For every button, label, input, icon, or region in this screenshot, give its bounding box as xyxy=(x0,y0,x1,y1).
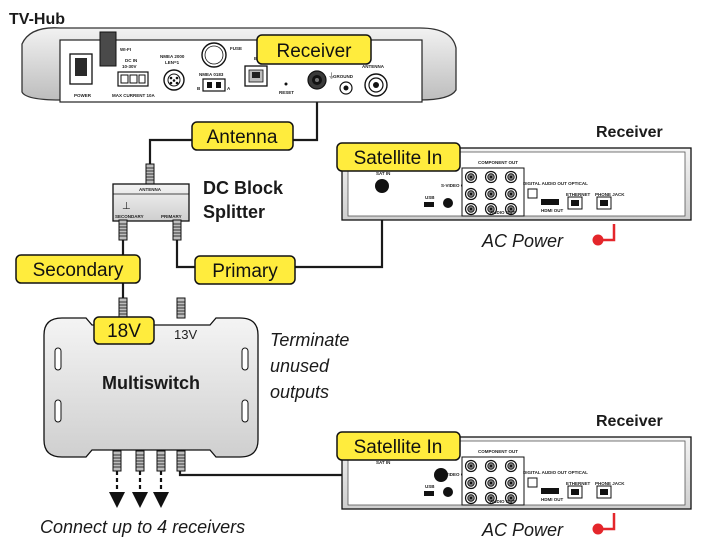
callout-receiver: Receiver xyxy=(256,34,372,65)
reset-button xyxy=(284,82,288,86)
output-arrow-head-3 xyxy=(153,492,169,508)
receiver-2-optical-port xyxy=(527,477,538,488)
receiver-1-power-dot xyxy=(592,234,604,246)
callout-satellite-in-1: Satellite In xyxy=(336,142,461,172)
receiver-1-label-usb: USB xyxy=(425,195,435,200)
terminate-note-line1: Terminate xyxy=(270,330,349,350)
receiver-2-ac-power: AC Power xyxy=(481,520,564,540)
hub-label-dc-range: 10-30V xyxy=(122,64,137,69)
hub-label-ground: GROUND xyxy=(333,74,354,79)
hub-label-reset: RESET xyxy=(279,90,294,95)
receiver-1-label-s-video: S-VIDEO OUT xyxy=(441,183,471,188)
splitter-label-primary: PRIMARY xyxy=(161,214,182,219)
hub-label-antenna: ANTENNA xyxy=(362,64,385,69)
fuse-holder xyxy=(201,42,227,68)
receiver-1-label-sat-in: SAT IN xyxy=(376,171,390,176)
hub-label-max-current: MAX CURRENT 10A xyxy=(112,93,156,98)
hub-label-len: LEN=1 xyxy=(165,60,180,65)
output-arrow-head-1 xyxy=(109,492,125,508)
receiver-2-label-usb: USB xyxy=(425,484,435,489)
output-arrow-head-2 xyxy=(132,492,148,508)
callout-primary: Primary xyxy=(194,255,296,285)
callout-secondary-text: Secondary xyxy=(33,260,124,281)
callout-secondary: Secondary xyxy=(15,254,141,284)
receiver-2-power-dot xyxy=(592,523,604,535)
terminate-note-line3: outputs xyxy=(270,382,329,402)
receiver-2-s-video-port xyxy=(443,487,453,497)
hub-label-power: POWER xyxy=(74,93,92,98)
receiver-2-title: Receiver xyxy=(596,413,663,430)
callout-satellite-in-2-text: Satellite In xyxy=(354,437,443,458)
receiver-1-label-digital-audio: DIGITAL AUDIO OUT OPTICAL xyxy=(523,181,588,186)
receiver-output-arrows xyxy=(109,471,169,508)
receiver-1-usb-port xyxy=(424,202,434,207)
receiver-1-label-audio: AUDIO OUT xyxy=(490,210,516,215)
receiver-1-label-phone: PHONE JACK xyxy=(595,192,625,197)
ground-icon: ⏚ xyxy=(328,72,335,80)
receiver-2-label-hdmi: HDMI OUT xyxy=(541,497,563,502)
hub-label-dc-in: DC IN xyxy=(125,58,137,63)
receiver-1-label-hdmi: HDMI OUT xyxy=(541,208,563,213)
hub-label-nmea-b: B xyxy=(197,86,201,91)
receiver-2-label-s-video: S-VIDEO OUT xyxy=(441,472,471,477)
callout-satellite-in-2: Satellite In xyxy=(336,431,461,461)
hub-title: TV-Hub xyxy=(9,11,65,28)
receiver-2-label-ethernet: ETHERNET xyxy=(566,481,591,486)
receiver-2-label-audio: AUDIO OUT xyxy=(490,499,516,504)
splitter-label-secondary: SECONDARY xyxy=(115,214,144,219)
nmea0183-connector xyxy=(202,78,226,92)
callout-receiver-text: Receiver xyxy=(277,41,353,62)
tv-hub-device: POWER WI-FI DC IN 10-30V MAX CURRENT 10A… xyxy=(21,27,457,103)
hub-label-wifi: WI-FI xyxy=(120,47,131,52)
callout-antenna: Antenna xyxy=(191,121,294,151)
receiver-1-label-ethernet: ETHERNET xyxy=(566,192,591,197)
dc-block-symbol-icon: ⊥ xyxy=(122,201,131,212)
wifi-antenna-icon xyxy=(99,31,117,67)
receiver-2-hdmi-port xyxy=(541,488,559,494)
multiswitch-name: Multiswitch xyxy=(102,373,200,393)
terminate-note-line2: unused xyxy=(270,356,330,376)
receiver-1-title: Receiver xyxy=(596,124,663,141)
multiswitch-body xyxy=(43,317,259,458)
splitter-name-line2: Splitter xyxy=(203,202,265,222)
receiver-1-optical-port xyxy=(527,188,538,199)
connect-note: Connect up to 4 receivers xyxy=(40,517,245,537)
receiver-2-label-component: COMPONENT OUT xyxy=(478,449,518,454)
hub-label-fuse: FUSE xyxy=(230,46,242,51)
multiswitch-label-13v: 13V xyxy=(174,327,197,342)
receiver-2-label-digital-audio: DIGITAL AUDIO OUT OPTICAL xyxy=(523,470,588,475)
callout-antenna-text: Antenna xyxy=(207,127,278,148)
hub-label-nmea0183: NMEA 0183 xyxy=(199,72,224,77)
receiver-1-label-component: COMPONENT OUT xyxy=(478,160,518,165)
power-rocker-icon xyxy=(75,58,87,76)
receiver-2-label-sat-in: SAT IN xyxy=(376,460,390,465)
receiver-2-label-phone: PHONE JACK xyxy=(595,481,625,486)
hub-label-nmea2000: NMEA 2000 xyxy=(160,54,185,59)
callout-satellite-in-1-text: Satellite In xyxy=(354,148,443,169)
dc-block-splitter: ANTENNA ⊥ SECONDARY PRIMARY xyxy=(112,163,190,241)
receiver-1-ac-power: AC Power xyxy=(481,231,564,251)
receiver-1-sat-in-port xyxy=(375,179,389,193)
splitter-body xyxy=(112,183,190,222)
splitter-name-line1: DC Block xyxy=(203,178,284,198)
multiswitch-device: Multiswitch 13V xyxy=(43,297,259,472)
callout-primary-text: Primary xyxy=(212,261,278,282)
receiver-2-sat-in-port xyxy=(434,468,448,482)
receiver-1-hdmi-port xyxy=(541,199,559,205)
hub-label-nmea-a: A xyxy=(227,86,231,91)
receiver-1-s-video-port xyxy=(443,198,453,208)
callout-18v: 18V xyxy=(93,316,155,345)
callout-18v-text: 18V xyxy=(107,321,141,342)
receiver-2-usb-port xyxy=(424,491,434,496)
splitter-label-antenna: ANTENNA xyxy=(139,187,162,192)
